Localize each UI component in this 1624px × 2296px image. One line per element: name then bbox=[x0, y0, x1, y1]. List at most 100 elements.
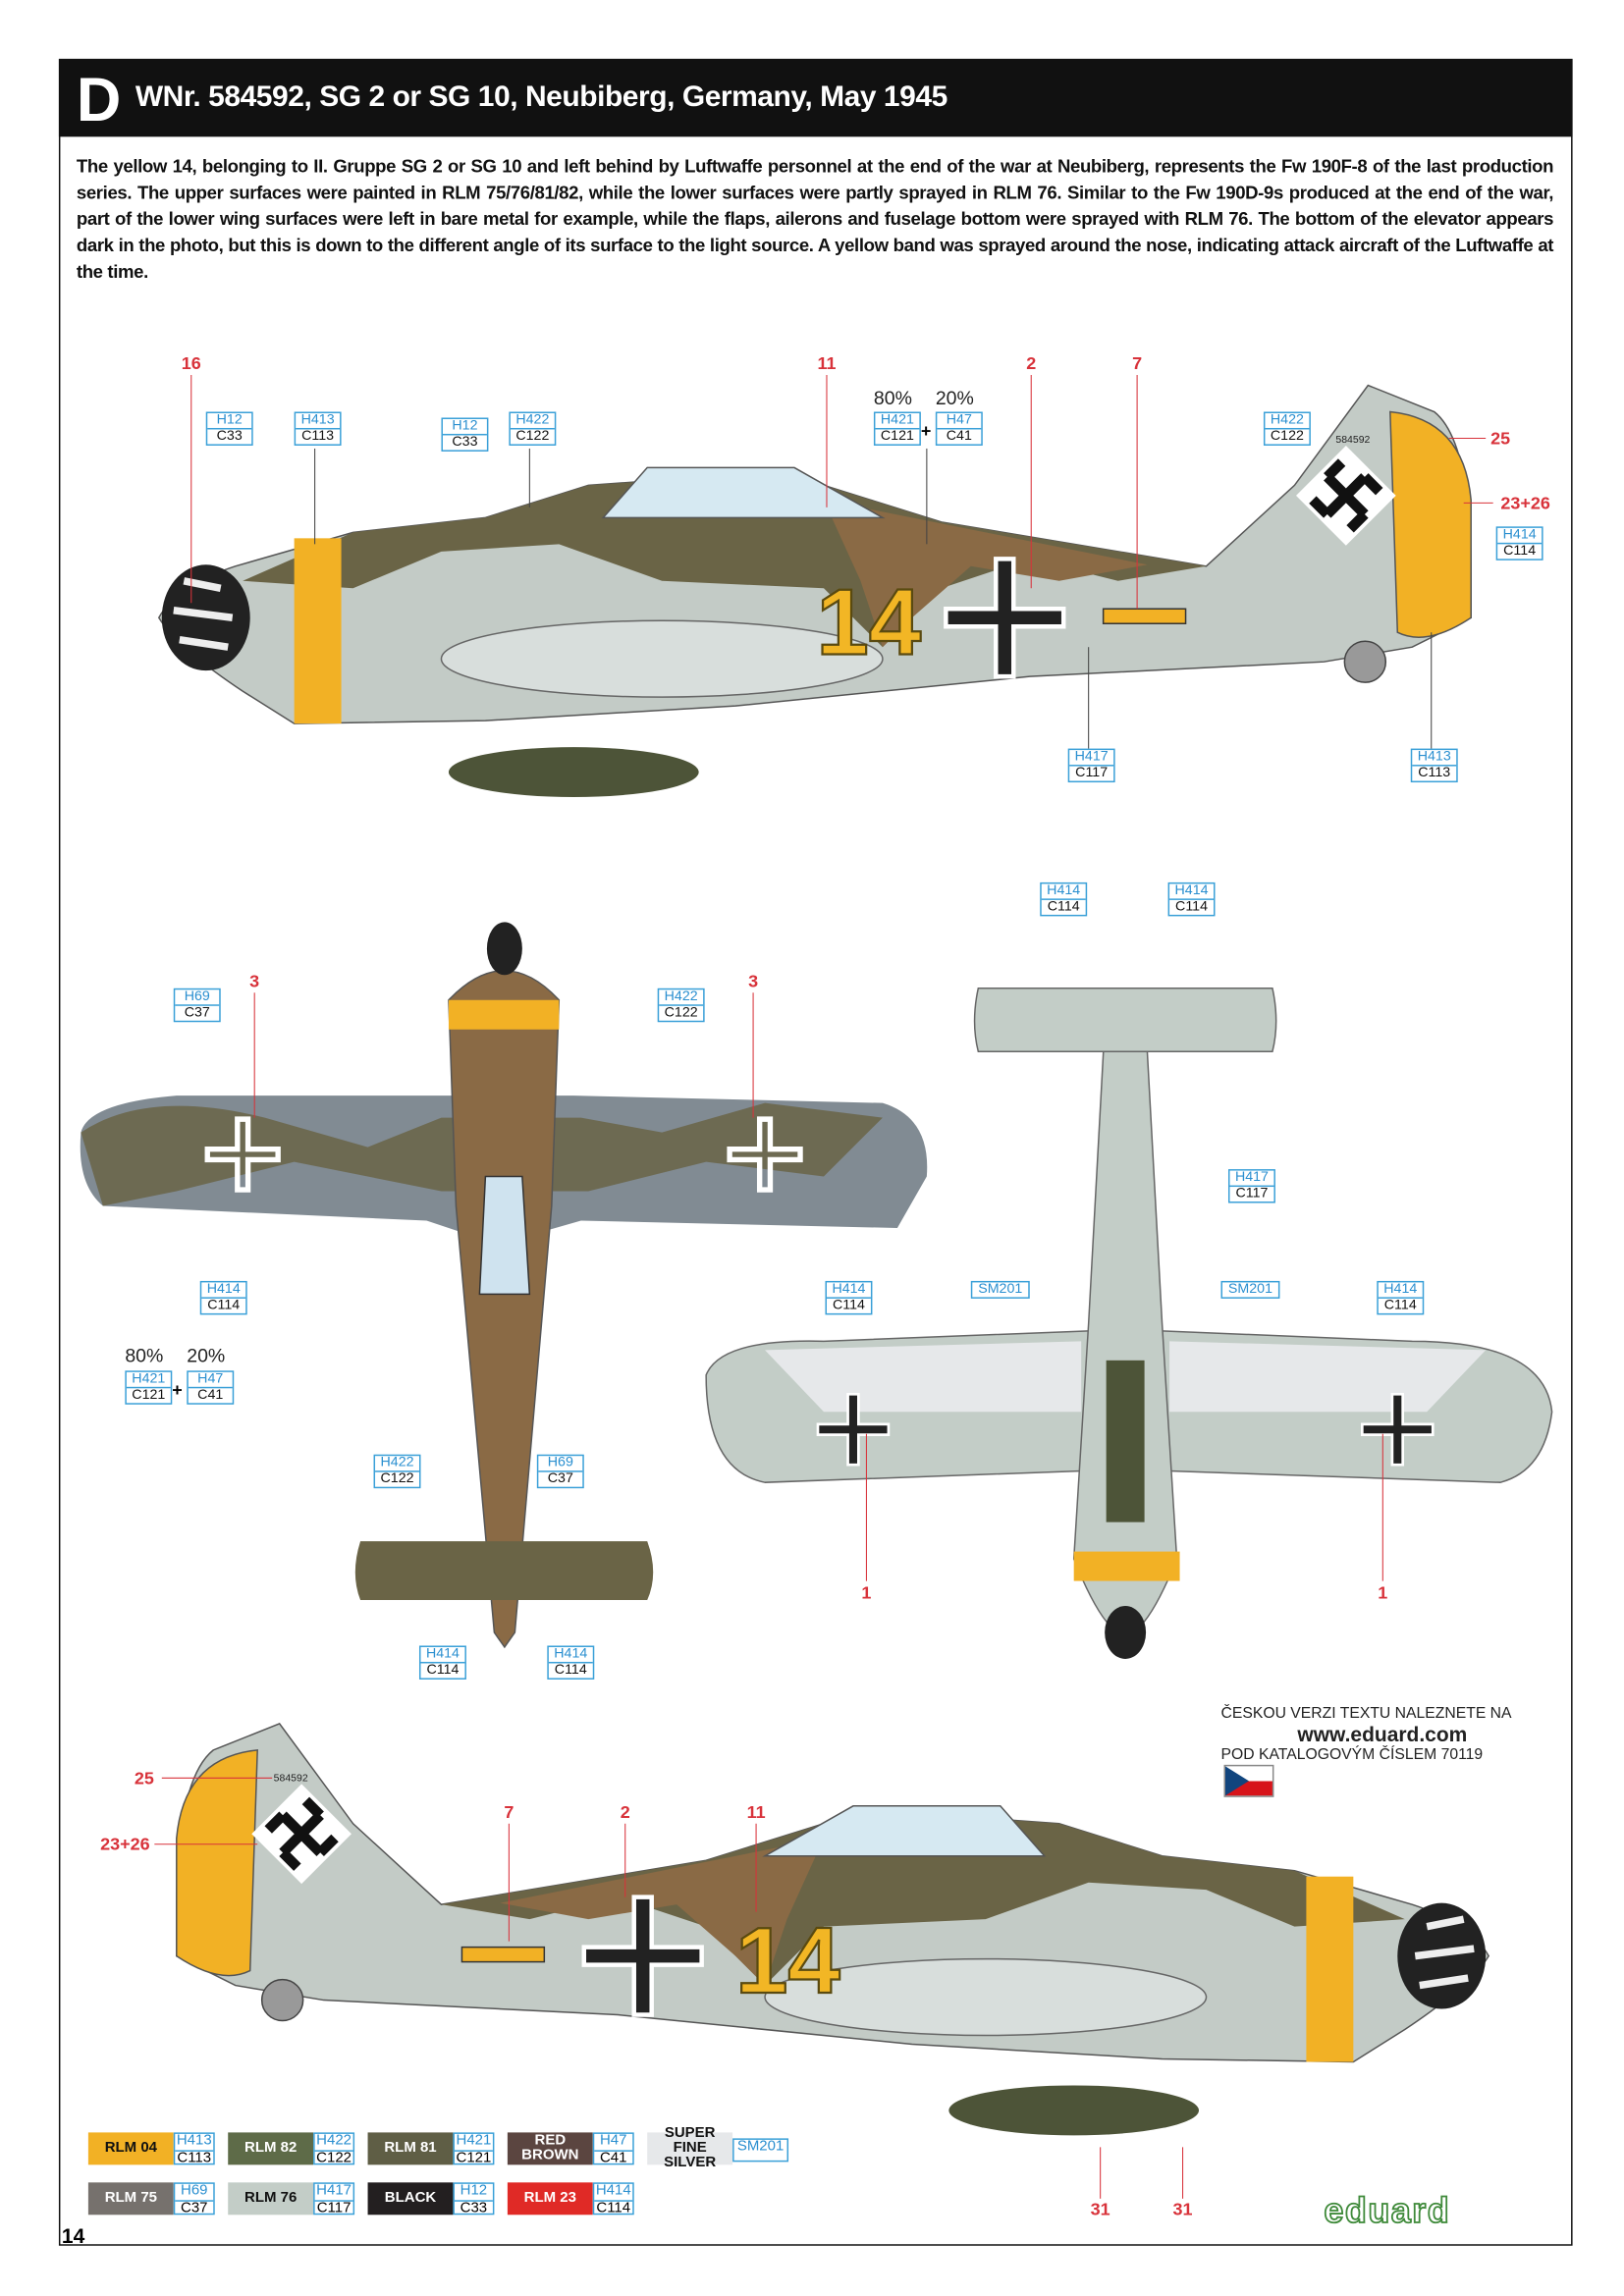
decal-number: 25 bbox=[1490, 427, 1511, 449]
paint-code-h: H417 bbox=[1069, 749, 1114, 767]
paint-code-c: C114 bbox=[207, 1297, 241, 1313]
mix-percent-2: 20% bbox=[935, 387, 974, 409]
paint-code-h: H69 bbox=[538, 1455, 583, 1472]
mix-plus: + bbox=[172, 1379, 183, 1401]
paint-code-h: H414 bbox=[1497, 527, 1543, 545]
paint-code-c: C122 bbox=[664, 1004, 698, 1021]
paint-code-h: H413 bbox=[1412, 749, 1457, 767]
decal-number: 23+26 bbox=[1500, 492, 1550, 513]
paint-code-h: H12 bbox=[207, 412, 252, 430]
legend-code-c: C41 bbox=[599, 2149, 627, 2166]
legend-swatch: RLM 75 bbox=[87, 2182, 174, 2216]
mix-percent-2: 20% bbox=[187, 1344, 226, 1366]
paint-code-c: C41 bbox=[946, 427, 972, 445]
czech-note-line2: POD KATALOGOVÝM ČÍSLEM 70119 bbox=[1220, 1745, 1484, 1764]
legend-code-h: H417 bbox=[314, 2183, 353, 2202]
decal-number: 2 bbox=[1026, 352, 1037, 374]
legend-code-h: H413 bbox=[175, 2133, 214, 2152]
side-view-left-profile bbox=[159, 386, 1471, 797]
paint-code-c: C114 bbox=[1383, 1297, 1417, 1313]
profile-letter: D bbox=[76, 64, 122, 134]
decal-number: 3 bbox=[249, 970, 260, 991]
paint-code-c: C114 bbox=[1503, 542, 1537, 560]
paint-code-h: SM201 bbox=[978, 1280, 1023, 1298]
mix-percent-1: 80% bbox=[125, 1344, 164, 1366]
paint-code-c: C121 bbox=[132, 1386, 166, 1404]
paint-code-h: H422 bbox=[1265, 412, 1310, 430]
paint-code-c: C114 bbox=[1175, 898, 1209, 915]
paint-code-h: H414 bbox=[1378, 1282, 1423, 1299]
aircraft-number-left: 14 bbox=[815, 568, 922, 676]
paint-code-h: H414 bbox=[1169, 883, 1215, 900]
legend-code-c: C33 bbox=[460, 2199, 488, 2216]
paint-code-h: H422 bbox=[659, 989, 704, 1006]
decal-number: 7 bbox=[1132, 352, 1143, 374]
decal-number: 2 bbox=[620, 1801, 630, 1823]
legend-swatch: BLACK bbox=[367, 2182, 454, 2216]
paint-code-c: C41 bbox=[197, 1386, 224, 1404]
czech-note-line1: ČESKOU VERZI TEXTU NALEZNETE NA bbox=[1220, 1704, 1512, 1723]
legend-code-h: H421 bbox=[454, 2133, 493, 2152]
profile-description: The yellow 14, belonging to II. Gruppe S… bbox=[76, 155, 1554, 283]
serial-number-left: 584592 bbox=[1335, 435, 1371, 446]
legend-code-c: C114 bbox=[596, 2199, 631, 2216]
paint-code-c: C114 bbox=[426, 1661, 460, 1679]
paint-callout: SM201 bbox=[1220, 1280, 1280, 1299]
legend-swatch: RLM 81 bbox=[367, 2132, 454, 2165]
paint-code-c: C114 bbox=[554, 1661, 587, 1679]
decal-number: 7 bbox=[504, 1801, 514, 1823]
legend-swatch: RLM 76 bbox=[228, 2182, 314, 2216]
mix-plus: + bbox=[920, 420, 932, 442]
legend-code-h: SM201 bbox=[736, 2138, 785, 2155]
paint-code-c: C122 bbox=[1270, 427, 1304, 445]
paint-code-h: H414 bbox=[1041, 883, 1086, 900]
eduard-logo: eduard bbox=[1323, 2190, 1451, 2231]
leader-lines bbox=[154, 375, 1493, 2199]
czech-note-url: www.eduard.com bbox=[1297, 1722, 1468, 1746]
decal-number: 11 bbox=[746, 1801, 766, 1823]
legend-code-c: C121 bbox=[456, 2149, 492, 2166]
legend-code-h: H69 bbox=[175, 2183, 214, 2202]
decal-number: 1 bbox=[1378, 1582, 1388, 1604]
decal-number: 16 bbox=[181, 352, 201, 374]
legend-swatch: SUPER FINE SILVER bbox=[647, 2126, 733, 2170]
paint-code-c: C113 bbox=[1418, 765, 1451, 781]
paint-code-c: C33 bbox=[452, 433, 478, 451]
legend-code-h: H414 bbox=[594, 2183, 633, 2202]
czech-flag-icon bbox=[1223, 1764, 1274, 1797]
profile-header: D WNr. 584592, SG 2 or SG 10, Neubiberg,… bbox=[58, 58, 1573, 137]
paint-code-c: C117 bbox=[1235, 1185, 1269, 1202]
paint-code-h: H414 bbox=[420, 1646, 465, 1664]
paint-code-c: C33 bbox=[216, 427, 243, 445]
mix-percent-1: 80% bbox=[873, 387, 912, 409]
paint-code-h: H47 bbox=[937, 412, 982, 430]
decal-number: 25 bbox=[134, 1767, 154, 1789]
paint-code-c: C122 bbox=[515, 427, 550, 445]
czech-note: ČESKOU VERZI TEXTU NALEZNETE NA www.edua… bbox=[1221, 1704, 1531, 1763]
decal-number: 31 bbox=[1172, 2198, 1193, 2219]
